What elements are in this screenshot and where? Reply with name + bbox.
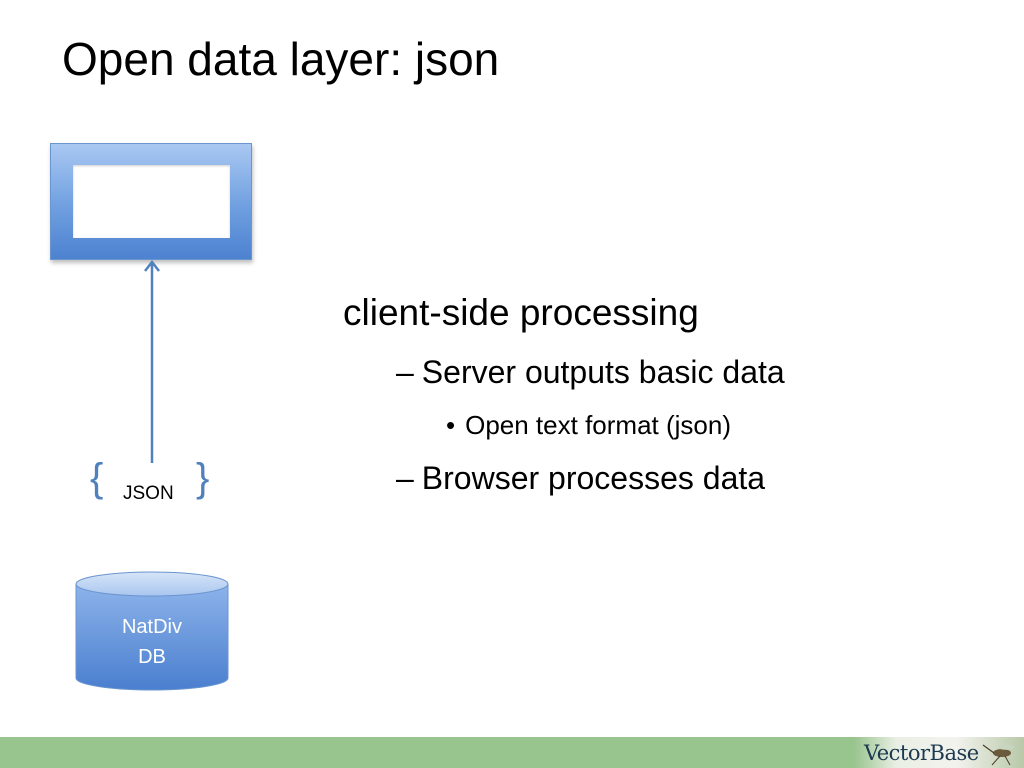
dash-marker: – [396,354,414,390]
bullet-level2-b-text: Browser processes data [421,460,766,496]
bullet-level2-a-text: Server outputs basic data [421,354,785,390]
bullet-level2-a: –Server outputs basic data [396,354,785,391]
vectorbase-logo: VectorBase [854,737,1024,768]
left-brace-icon: { [90,456,104,500]
json-label: JSON [123,483,174,504]
browser-screen-icon [50,143,252,260]
bullet-level1: client-side processing [343,292,699,333]
dash-marker: – [396,460,414,496]
right-brace-icon: } [196,456,210,500]
logo-text: VectorBase [864,741,979,765]
database-icon [75,571,229,691]
mosquito-icon [982,744,1014,766]
footer-bar [0,737,1024,768]
arrow-up-icon [144,259,160,463]
screen-display [73,165,230,238]
bullet-level2-b: –Browser processes data [396,460,765,497]
db-label-line1: NatDiv [121,616,182,638]
bullet-level3-a: • Open text format (json) [446,410,731,441]
bullet-dot-marker: • [446,410,456,440]
slide-title: Open data layer: json [62,33,500,85]
bullet-level3-a-text: Open text format (json) [465,410,731,440]
db-label-line2: DB [138,646,166,668]
